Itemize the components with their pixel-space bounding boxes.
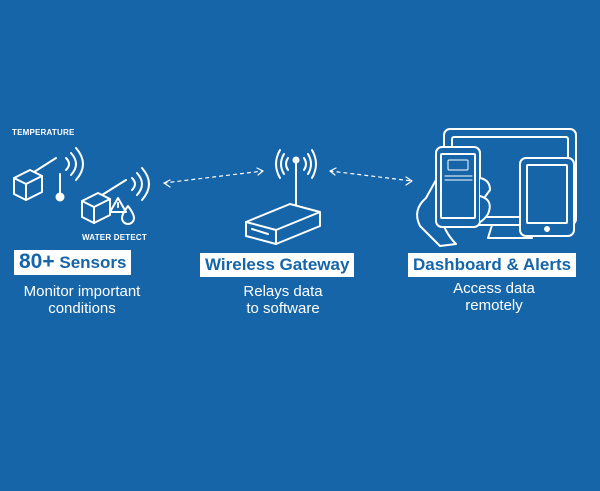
- phone-icon: [416, 146, 491, 247]
- tablet-icon: [519, 157, 575, 237]
- gateway-desc-line: Relays data: [243, 283, 323, 300]
- dashboard-description: Access data remotely: [408, 280, 580, 314]
- router-icon: [245, 156, 321, 245]
- gateway-title: Wireless Gateway: [205, 255, 350, 274]
- water-detect-label: WATER DETECT: [82, 233, 147, 242]
- sensors-badge: 80+ Sensors: [14, 250, 132, 275]
- temperature-sensor-icon: [13, 157, 65, 202]
- wifi-signal-icon: [131, 167, 150, 201]
- sensor-count: 80+: [19, 250, 55, 273]
- dashboard-badge: Dashboard & Alerts: [408, 253, 577, 277]
- gateway-description: Relays data to software: [200, 283, 366, 317]
- gateway-desc-line: to software: [246, 300, 320, 317]
- sensors-description: Monitor important conditions: [0, 283, 164, 317]
- sensors-desc-line: Monitor important: [23, 283, 141, 300]
- wifi-signal-icon: [65, 147, 84, 181]
- water-sensor-icon: [81, 179, 135, 225]
- wifi-signal-icon: [275, 149, 317, 179]
- gateway-badge: Wireless Gateway: [200, 253, 355, 277]
- temperature-label: TEMPERATURE: [12, 128, 75, 137]
- dashboard-desc-line: remotely: [465, 297, 523, 314]
- sensors-title: Sensors: [59, 253, 127, 272]
- dashboard-title: Dashboard & Alerts: [413, 255, 572, 274]
- dashboard-desc-line: Access data: [453, 280, 535, 297]
- dashed-arrow-icon: [163, 170, 413, 184]
- sensors-desc-line: conditions: [48, 300, 116, 317]
